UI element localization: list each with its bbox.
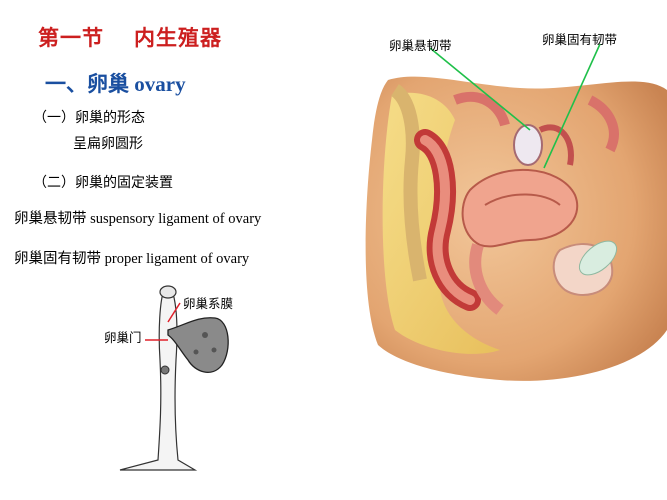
slide-title: 第一节 内生殖器	[38, 22, 222, 52]
term-proper-ligament: 卵巢固有韧带 proper ligament of ovary	[14, 247, 249, 268]
heading-en: ovary	[129, 72, 186, 96]
heading-cn: 一、卵巢	[45, 71, 129, 96]
term-proper-en: proper ligament of ovary	[101, 251, 250, 267]
morphology-detail: 呈扁卵圆形	[73, 136, 143, 152]
broad-ligament	[119, 289, 198, 471]
bladder-highlight	[578, 240, 618, 276]
vagina	[469, 243, 504, 315]
term-suspensory-ligament: 卵巢悬韧带 suspensory ligament of ovary	[14, 207, 261, 228]
label-ovarian-hilum: 卵巢门	[104, 330, 142, 345]
uterine-tube	[538, 124, 574, 166]
title-topic: 内生殖器	[134, 25, 222, 50]
label-suspensory-ligament: 卵巢悬韧带	[389, 38, 452, 53]
term-suspensory-cn: 卵巢悬韧带	[14, 211, 87, 227]
leader-proper	[543, 43, 601, 169]
sacrum	[390, 84, 427, 282]
subsection-fixation: （二）卵巢的固定装置	[33, 175, 173, 191]
term-proper-cn: 卵巢固有韧带	[14, 251, 101, 267]
title-section-number: 第一节	[38, 25, 104, 50]
uterus	[461, 169, 579, 248]
label-proper-ligament: 卵巢固有韧带	[542, 32, 618, 47]
label-mesovarium: 卵巢系膜	[183, 296, 234, 311]
term-suspensory-en: suspensory ligament of ovary	[86, 211, 262, 227]
ovary-diagram	[119, 285, 229, 471]
subsection-morphology: （一）卵巢的形态	[33, 110, 145, 126]
ovary	[513, 124, 543, 166]
leader-suspensory	[429, 47, 531, 131]
leader-mesovarium	[167, 302, 181, 323]
ovary-small	[167, 317, 229, 373]
section-heading: 一、卵巢 ovary	[45, 68, 186, 98]
